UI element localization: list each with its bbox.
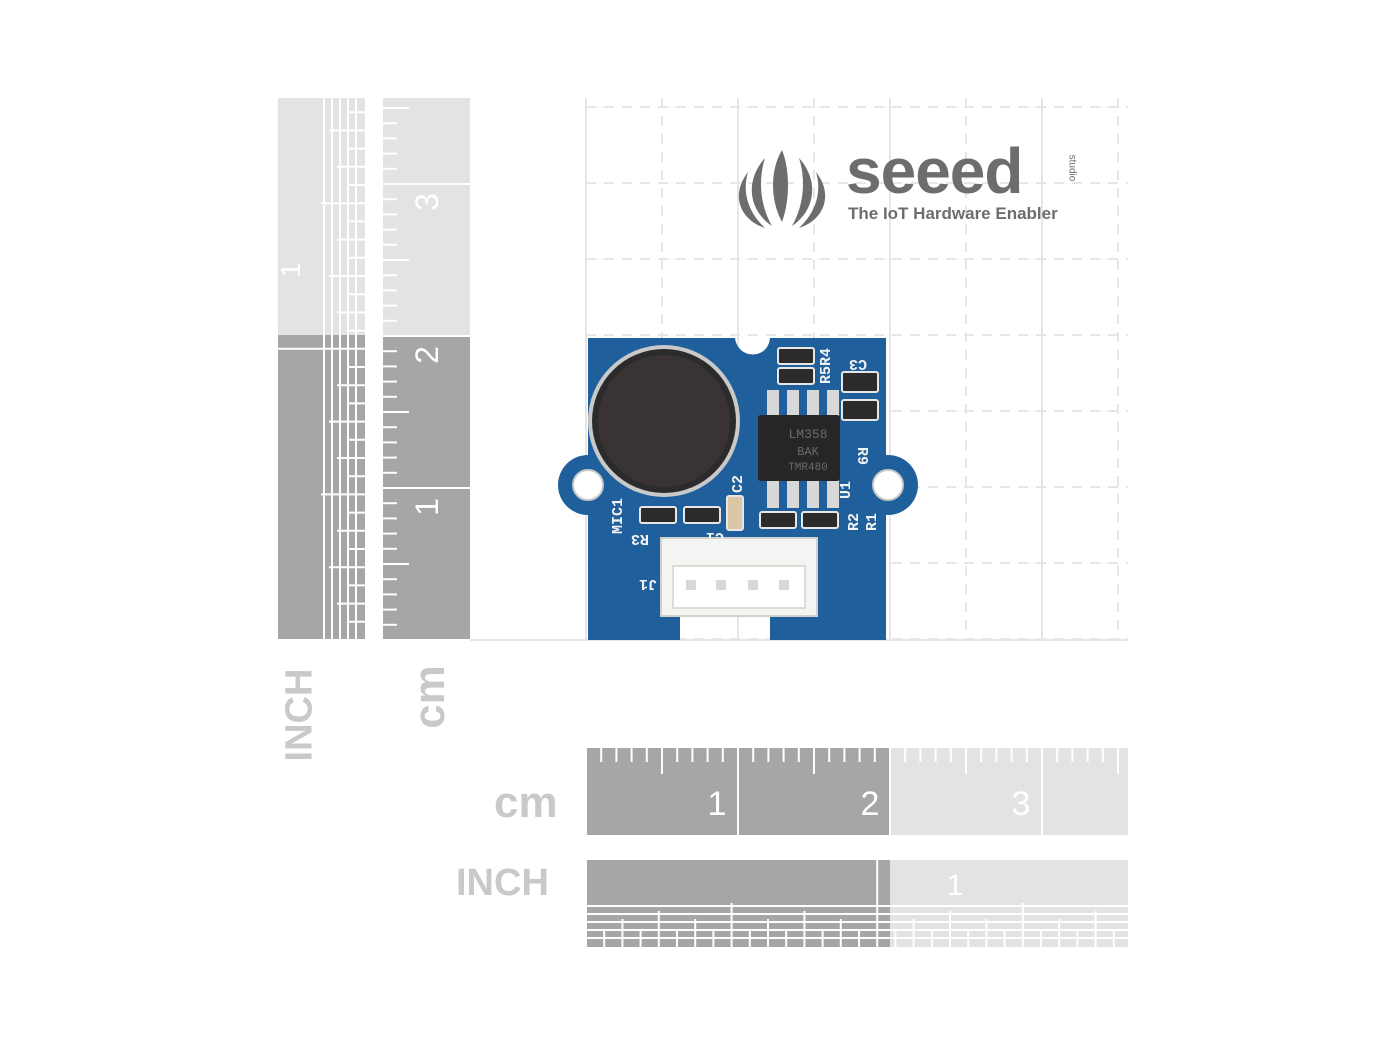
brand-tagline: The IoT Hardware Enabler bbox=[848, 204, 1058, 223]
left-cm-tick-label-2: 2 bbox=[409, 346, 445, 364]
brand-name: seeed bbox=[846, 135, 1023, 207]
smd-components bbox=[639, 347, 879, 531]
silk-mic1: MIC1 bbox=[610, 498, 627, 534]
silk-u1: U1 bbox=[838, 481, 855, 499]
chip-marking-line-2: BAK bbox=[797, 445, 819, 459]
chip-marking-line-3: TMR480 bbox=[788, 462, 828, 474]
lm358-chip: LM358 BAK TMR480 bbox=[758, 390, 840, 508]
left-cm-unit-label: cm bbox=[405, 665, 454, 729]
grove-sound-sensor-board: LM358 BAK TMR480 bbox=[558, 338, 918, 640]
silk-r2: R2 bbox=[846, 513, 863, 531]
left-inch-tick-label-1: 1 bbox=[275, 262, 306, 278]
bottom-cm-ruler: 1 2 3 bbox=[585, 748, 1128, 835]
left-mounting-hole bbox=[572, 469, 604, 501]
microphone-component bbox=[588, 345, 740, 497]
bottom-inch-tick-label-1: 1 bbox=[947, 869, 964, 902]
silk-r1: R1 bbox=[864, 513, 881, 531]
seeed-logo-icon bbox=[738, 150, 826, 228]
silk-c1: C1 bbox=[706, 528, 724, 545]
silk-j1: J1 bbox=[639, 575, 657, 592]
bottom-inch-ruler: 1 bbox=[585, 860, 1128, 947]
left-cm-tick-label-1: 1 bbox=[409, 498, 445, 516]
bottom-inch-unit-label: INCH bbox=[456, 862, 549, 904]
bottom-cm-tick-label-3: 3 bbox=[1012, 785, 1031, 823]
left-cm-ruler: 3 2 1 bbox=[383, 98, 470, 641]
silk-r5r4: R5R4 bbox=[818, 348, 835, 384]
left-inch-unit-label: INCH bbox=[278, 668, 321, 762]
chip-marking-line-1: LM358 bbox=[788, 427, 827, 442]
bottom-cm-unit-label: cm bbox=[494, 778, 558, 827]
left-inch-ruler: 1 bbox=[275, 98, 365, 641]
right-mounting-hole bbox=[872, 469, 904, 501]
brand-sub: studio bbox=[1066, 154, 1078, 182]
silk-c3: C3 bbox=[849, 355, 867, 372]
bottom-cm-tick-label-2: 2 bbox=[861, 785, 880, 823]
left-cm-tick-label-3: 3 bbox=[409, 193, 445, 211]
bottom-cm-tick-label-1: 1 bbox=[708, 785, 727, 823]
silk-c2: C2 bbox=[730, 475, 747, 493]
silk-r3: R3 bbox=[631, 530, 649, 547]
grove-connector-j1 bbox=[660, 537, 818, 617]
silk-r9: R9 bbox=[853, 447, 870, 465]
